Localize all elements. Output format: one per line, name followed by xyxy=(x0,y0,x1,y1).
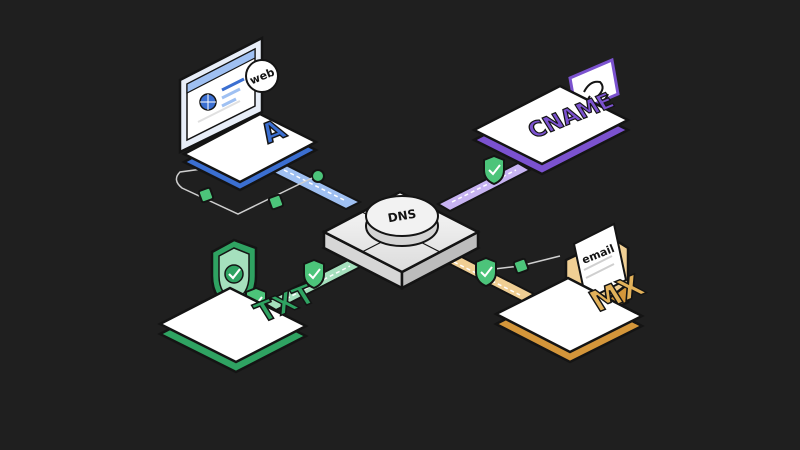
shield-icon xyxy=(475,256,497,288)
dns-hub: DNS xyxy=(321,190,481,291)
record-a: web A xyxy=(178,35,319,192)
record-txt: TXT xyxy=(157,238,323,374)
dns-hub-label: DNS xyxy=(387,207,418,226)
wire-a xyxy=(175,164,313,215)
connector-a-node xyxy=(311,169,325,183)
wire-a-square-1 xyxy=(197,186,215,204)
wire-mx-square xyxy=(512,257,530,275)
record-mx: email MX xyxy=(493,222,652,364)
wire-a-square-2 xyxy=(267,193,285,211)
record-cname: CNAME xyxy=(471,57,631,176)
monitor-icon xyxy=(178,35,264,155)
web-badge: web xyxy=(245,59,279,93)
shield-icon xyxy=(483,154,505,186)
shield-icon xyxy=(303,258,325,290)
